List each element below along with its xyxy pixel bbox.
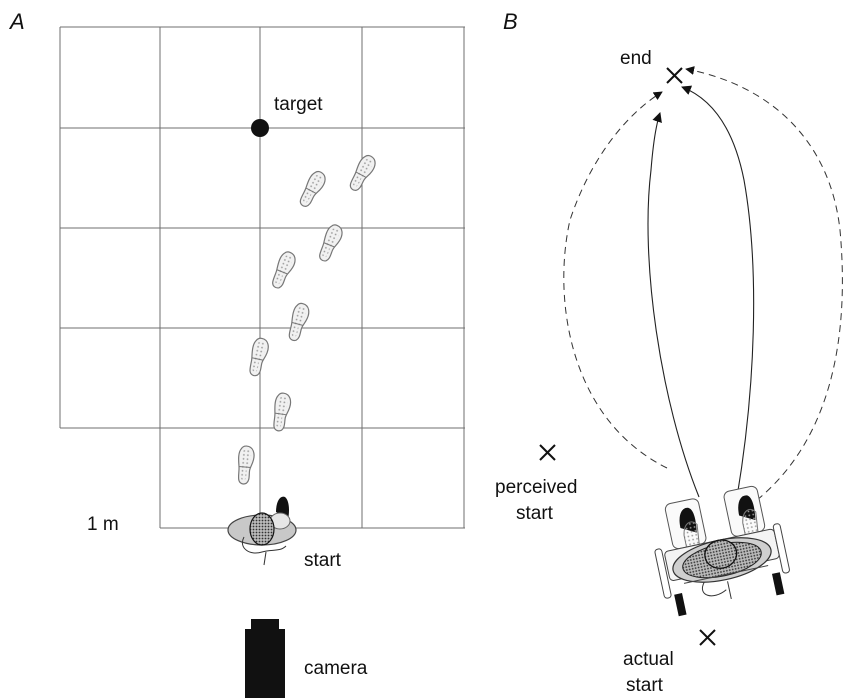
perceived-start-marker (539, 444, 556, 461)
trajectories (563, 66, 843, 501)
target-marker (251, 119, 269, 137)
footprint (315, 222, 346, 265)
camera-icon (245, 619, 285, 698)
wheelchair-figure (654, 485, 790, 617)
actual-path-inner-left (647, 112, 700, 498)
footprint (346, 152, 379, 195)
actual-path-inner-right (681, 85, 755, 498)
footprint (270, 391, 293, 433)
perceived-path-outer-right (685, 66, 843, 501)
panel-a: A 1 m target (8, 9, 465, 698)
scale-label: 1 m (87, 514, 119, 535)
actual-start-label-line1: actual (623, 649, 674, 670)
actual-start-label-line2: start (626, 675, 664, 696)
start-label: start (304, 550, 342, 571)
panel-b-letter: B (503, 9, 518, 34)
footprint (235, 444, 256, 486)
footprint (285, 301, 312, 344)
perceived-start-label-line1: perceived (495, 477, 577, 498)
footprint (246, 336, 271, 378)
perceived-start-label-line2: start (516, 503, 554, 524)
target-label: target (274, 94, 323, 115)
actual-start-marker (699, 629, 716, 646)
panel-b: B end perceived start (495, 9, 843, 696)
end-marker (666, 67, 683, 84)
perceived-path-outer-left (563, 91, 668, 469)
panel-a-letter: A (8, 9, 25, 34)
walker-start-figure (227, 496, 297, 566)
footprint (268, 249, 299, 292)
camera-label: camera (304, 658, 368, 679)
footprint (296, 168, 329, 211)
footprints-trail (235, 152, 379, 486)
floor-grid (59, 26, 465, 529)
end-label: end (620, 48, 652, 69)
